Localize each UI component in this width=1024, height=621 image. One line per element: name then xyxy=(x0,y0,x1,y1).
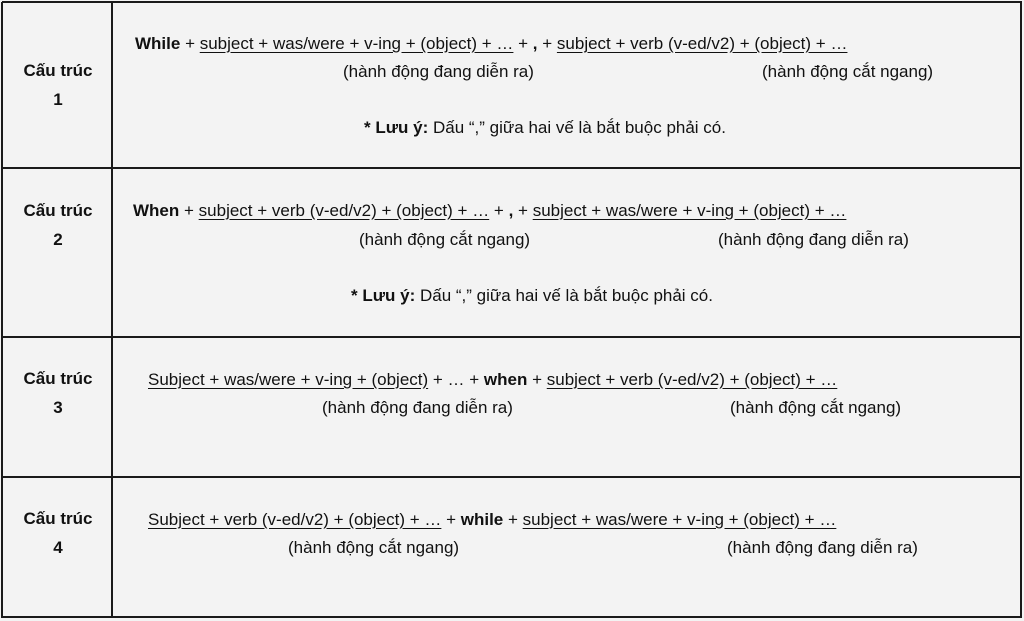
row-label: Cấu trúc 3 xyxy=(4,364,112,422)
clause-b: subject + verb (v-ed/v2) + (object) + … xyxy=(546,370,838,389)
plus: + xyxy=(513,34,533,53)
note-label: * Lưu ý: xyxy=(351,286,416,305)
conjunction: when xyxy=(483,370,528,389)
column-divider xyxy=(111,2,113,618)
table-border xyxy=(1,2,3,618)
row-divider xyxy=(2,167,1022,169)
formula: When + subject + verb (v-ed/v2) + (objec… xyxy=(133,200,846,222)
note: * Lưu ý: Dấu “,” giữa hai vế là bắt buộc… xyxy=(351,285,713,307)
clause-b: subject + was/were + v-ing + (object) + … xyxy=(522,510,837,529)
label-number: 3 xyxy=(53,398,63,417)
table-border xyxy=(2,616,1022,618)
note: * Lưu ý: Dấu “,” giữa hai vế là bắt buộc… xyxy=(364,117,726,139)
plus: + xyxy=(513,201,533,220)
plus: + xyxy=(527,370,547,389)
conjunction: While xyxy=(135,34,181,53)
clause-a: Subject + verb (v-ed/v2) + (object) + … xyxy=(148,510,442,529)
plus: + xyxy=(179,201,199,220)
conjunction: while xyxy=(460,510,504,529)
row-divider xyxy=(2,476,1022,478)
table-border xyxy=(1020,2,1022,618)
comma: , xyxy=(508,201,514,220)
plus: + … + xyxy=(428,370,484,389)
row-label: Cấu trúc 4 xyxy=(4,504,112,562)
plus: + xyxy=(180,34,200,53)
note-text: Dấu “,” giữa hai vế là bắt buộc phải có. xyxy=(428,118,726,137)
label-text: Cấu trúc xyxy=(23,369,93,388)
caption-b: (hành động đang diễn ra) xyxy=(727,538,918,557)
caption-a: (hành động cắt ngang) xyxy=(288,538,460,557)
label-text: Cấu trúc xyxy=(23,509,93,528)
label-number: 4 xyxy=(53,538,63,557)
plus: + xyxy=(441,510,461,529)
clause-a: subject + verb (v-ed/v2) + (object) + … xyxy=(198,201,490,220)
row-label: Cấu trúc 2 xyxy=(4,196,112,254)
conjunction: When xyxy=(133,201,180,220)
label-number: 1 xyxy=(53,90,63,109)
caption-b: (hành động cắt ngang) xyxy=(730,398,902,417)
row-divider xyxy=(2,336,1022,338)
note-text: Dấu “,” giữa hai vế là bắt buộc phải có. xyxy=(415,286,713,305)
clause-a: Subject + was/were + v-ing + (object) xyxy=(148,370,429,389)
comma: , xyxy=(532,34,538,53)
caption-a: (hành động đang diễn ra) xyxy=(343,62,534,81)
caption-a: (hành động cắt ngang) xyxy=(359,230,531,249)
caption-a: (hành động đang diễn ra) xyxy=(322,398,513,417)
label-text: Cấu trúc xyxy=(23,61,93,80)
caption-b: (hành động đang diễn ra) xyxy=(718,230,909,249)
plus: + xyxy=(537,34,557,53)
plus: + xyxy=(503,510,523,529)
caption-b: (hành động cắt ngang) xyxy=(762,62,934,81)
clause-b: subject + verb (v-ed/v2) + (object) + … xyxy=(556,34,848,53)
formula: Subject + verb (v-ed/v2) + (object) + … … xyxy=(148,509,836,531)
clause-b: subject + was/were + v-ing + (object) + … xyxy=(532,201,847,220)
table-border xyxy=(2,1,1022,3)
label-text: Cấu trúc xyxy=(23,201,93,220)
clause-a: subject + was/were + v-ing + (object) + … xyxy=(199,34,514,53)
row-label: Cấu trúc 1 xyxy=(4,56,112,114)
note-label: * Lưu ý: xyxy=(364,118,429,137)
plus: + xyxy=(489,201,509,220)
formula: Subject + was/were + v-ing + (object) + … xyxy=(148,369,837,391)
formula: While + subject + was/were + v-ing + (ob… xyxy=(135,33,847,55)
label-number: 2 xyxy=(53,230,63,249)
